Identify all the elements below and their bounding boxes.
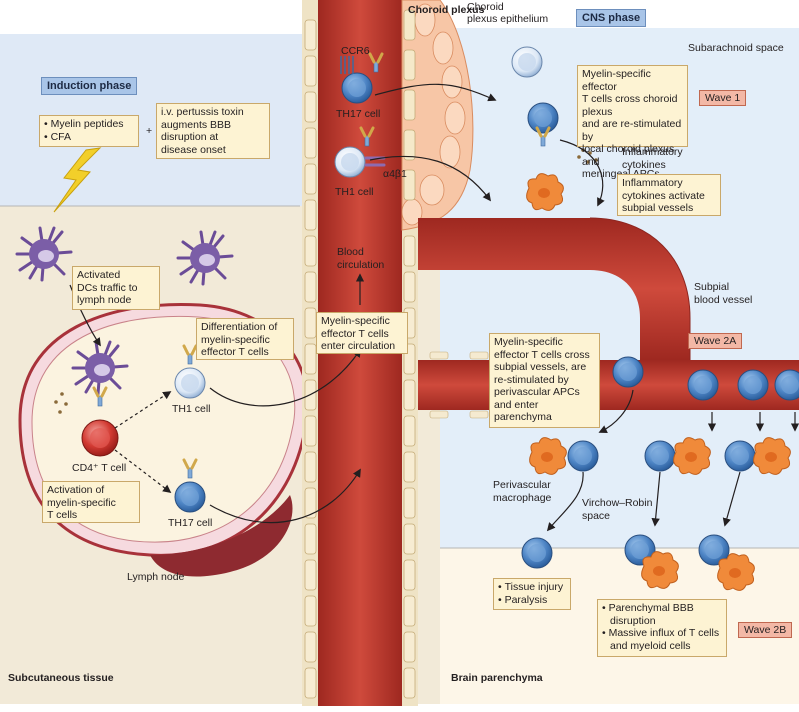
- plexus-th1-label: TH1 cell: [335, 186, 374, 198]
- plus-sign: +: [146, 125, 153, 137]
- activation-box: Activation of myelin-specific T cells: [42, 481, 140, 523]
- immunization-item: Myelin peptides: [44, 118, 134, 131]
- choroid-plexus-label: Choroid plexus: [408, 4, 485, 16]
- wave1-badge: Wave 1: [699, 90, 747, 106]
- brain-parenchyma-label: Brain parenchyma: [451, 672, 543, 684]
- activated-dcs-box: Activated DCs traffic to lymph node: [72, 266, 160, 310]
- injury-box: Tissue injury Paralysis: [493, 578, 571, 610]
- blood-circulation-label: Blood circulation: [337, 246, 385, 271]
- differentiation-box: Differentiation of myelin-specific effec…: [196, 318, 294, 360]
- wave2b-badge: Wave 2B: [738, 622, 793, 638]
- subpial-vessel-label: Subpial blood vessel: [694, 281, 753, 306]
- enter-circulation-box: Myelin-specific effector T cells enter c…: [316, 312, 408, 354]
- parenchymal-box: Parenchymal BBB disruption Massive influ…: [597, 599, 727, 657]
- lymph-node-label: Lymph node: [127, 571, 185, 583]
- virchow-robin-label: Virchow–Robin space: [582, 497, 653, 522]
- wave1-text-box: Myelin-specific effector T cells cross c…: [577, 65, 688, 180]
- cns-phase-badge: CNS phase: [576, 9, 647, 27]
- injury-item: Tissue injury: [498, 581, 566, 594]
- pertussis-box: i.v. pertussis toxin augments BBB disrup…: [156, 103, 270, 159]
- perivascular-macrophage-label: Perivascular macrophage: [493, 479, 552, 504]
- th1-cell-label: TH1 cell: [172, 403, 211, 415]
- subcutaneous-tissue-label: Subcutaneous tissue: [8, 672, 114, 684]
- induction-phase-badge: Induction phase: [41, 77, 138, 95]
- cytokines-activate-box: Inflammatory cytokines activate subpial …: [617, 174, 721, 216]
- injury-item: Paralysis: [498, 594, 566, 607]
- immunization-item: CFA: [44, 131, 134, 144]
- integrin-label: α4β1: [383, 168, 407, 180]
- ccr6-label: CCR6: [341, 45, 370, 57]
- parenchymal-item: Massive influx of T cells and myeloid ce…: [602, 627, 722, 652]
- inflammatory-cytokines-label: Inflammatory cytokines: [622, 146, 683, 171]
- subarachnoid-label: Subarachnoid space: [688, 42, 784, 54]
- cd4-tcell-label: CD4⁺ T cell: [72, 462, 127, 474]
- plexus-th17-label: TH17 cell: [336, 108, 381, 120]
- choroid-epithelium-label: Choroid plexus epithelium: [467, 1, 549, 25]
- wave2a-text-box: Myelin-specific effector T cells cross s…: [489, 333, 600, 428]
- wave2a-badge: Wave 2A: [688, 333, 743, 349]
- th17-cell-label: TH17 cell: [168, 517, 213, 529]
- parenchymal-item: Parenchymal BBB disruption: [602, 602, 722, 627]
- immunization-box: Myelin peptides CFA: [39, 115, 139, 147]
